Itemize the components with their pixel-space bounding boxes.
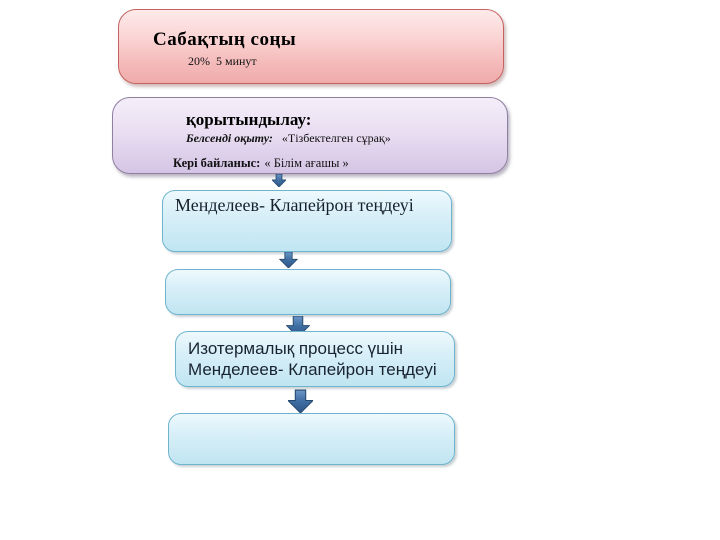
flow-step-3-label-line1: Изотермалық процесс үшін — [188, 339, 403, 358]
flow-step-4 — [168, 413, 455, 465]
flow-step-1: Менделеев- Клапейрон теңдеуі — [162, 190, 452, 252]
feedback-line: Кері байланыс:« Білім ағашы » — [173, 156, 349, 171]
lesson-end-box: Сабақтың соңы 20% 5 минут — [118, 9, 504, 84]
active-learning-line: Белсенді оқыту: «Тізбектелген сұрақ» — [186, 131, 391, 146]
feedback-value: « Білім ағашы » — [264, 156, 349, 170]
feedback-label: Кері байланыс: — [173, 156, 261, 170]
summary-title: қорытындылау: — [186, 110, 312, 129]
flow-step-2 — [165, 269, 451, 315]
active-learning-value: «Тізбектелген сұрақ» — [281, 131, 391, 145]
flow-step-3-label-line2: Менделеев- Клапейрон теңдеуі — [188, 360, 437, 379]
summary-box: қорытындылау: Белсенді оқыту: «Тізбектелг… — [112, 97, 508, 174]
active-learning-label: Белсенді оқыту: — [186, 131, 273, 145]
down-block-arrow-icon — [279, 252, 298, 268]
lesson-end-title: Сабақтың соңы — [153, 29, 297, 50]
flow-step-3: Изотермалық процесс үшін Менделеев- Клап… — [175, 331, 455, 387]
down-block-arrow-icon — [272, 174, 286, 187]
flow-step-3-label: Изотермалық процесс үшін Менделеев- Клап… — [188, 338, 437, 380]
flow-step-1-label: Менделеев- Клапейрон теңдеуі — [175, 195, 414, 215]
lesson-end-duration: 20% 5 минут — [188, 54, 257, 68]
down-block-arrow-icon — [288, 389, 313, 414]
